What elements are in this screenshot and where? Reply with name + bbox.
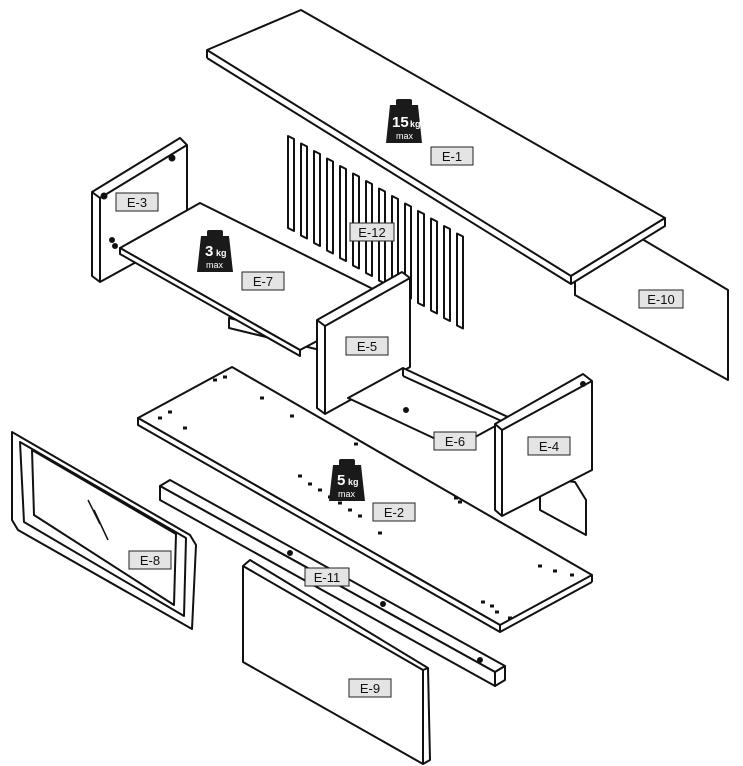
slat <box>287 135 295 232</box>
screw-hole <box>508 616 512 620</box>
slat <box>417 210 425 307</box>
slat <box>430 217 438 315</box>
label-e8-text: E-8 <box>140 553 160 568</box>
label-e9: E-9 <box>348 678 392 698</box>
slat <box>300 142 308 240</box>
screw-hole <box>168 410 172 414</box>
label-e2-text: E-2 <box>384 505 404 520</box>
screw-hole <box>183 426 187 430</box>
panel-e1 <box>206 9 666 285</box>
screw-hole <box>378 531 382 535</box>
screw-hole <box>223 375 227 379</box>
screw-hole <box>260 396 264 400</box>
screw-hole <box>213 378 217 382</box>
weight-icon-shelf: 3 kg max <box>197 230 233 272</box>
screw-hole <box>318 488 322 492</box>
weight-top-value: 15 <box>392 114 409 131</box>
screw-hole <box>308 482 312 486</box>
screw-hole <box>538 564 542 568</box>
screw-hole <box>570 573 574 577</box>
screw-hole <box>481 600 485 604</box>
panel-e2 <box>137 366 593 633</box>
panel-e9 <box>242 559 431 765</box>
label-e8: E-8 <box>128 550 172 570</box>
label-e5-text: E-5 <box>357 339 377 354</box>
screw-hole <box>348 508 352 512</box>
slat <box>326 157 334 255</box>
weight-top-unit: kg <box>410 119 421 129</box>
slat <box>352 172 360 270</box>
label-e7: E-7 <box>241 271 285 291</box>
weight-bottom-max: max <box>338 489 356 499</box>
label-e2: E-2 <box>372 502 416 522</box>
label-e1-text: E-1 <box>442 149 462 164</box>
weight-bottom-unit: kg <box>348 477 359 487</box>
label-e11: E-11 <box>304 567 350 587</box>
weight-shelf-unit: kg <box>216 248 227 258</box>
label-e12: E-12 <box>349 222 395 242</box>
screw-hole <box>290 414 294 418</box>
weight-bottom-value: 5 <box>337 472 345 489</box>
panel-e8 <box>11 431 197 630</box>
label-e10-text: E-10 <box>647 292 674 307</box>
weight-top-max: max <box>396 131 414 141</box>
weight-icon-top: 15 kg max <box>386 99 422 143</box>
label-e3-text: E-3 <box>127 195 147 210</box>
slat <box>339 165 347 262</box>
label-e5: E-5 <box>345 336 389 356</box>
label-e11-text: E-11 <box>314 570 341 585</box>
label-e6-text: E-6 <box>445 434 465 449</box>
label-e4: E-4 <box>527 436 571 456</box>
screw-hole <box>495 610 499 614</box>
label-e12-text: E-12 <box>358 225 385 240</box>
screw-hole <box>354 442 358 446</box>
weight-icon-bottom: 5 kg max <box>329 459 365 501</box>
label-e6: E-6 <box>433 431 477 451</box>
screw-hole <box>458 500 462 504</box>
slat <box>313 150 321 247</box>
weight-shelf-max: max <box>206 260 224 270</box>
weight-shelf-value: 3 <box>205 243 213 260</box>
slat <box>456 232 464 330</box>
screw-hole <box>358 514 362 518</box>
slat <box>443 225 451 322</box>
screw-hole <box>553 569 557 573</box>
screw-hole <box>490 604 494 608</box>
label-e9-text: E-9 <box>360 681 380 696</box>
label-e10: E-10 <box>638 289 684 309</box>
screw-hole <box>454 496 458 500</box>
screw-hole <box>158 416 162 420</box>
screw-hole <box>338 501 342 505</box>
label-e4-text: E-4 <box>539 439 559 454</box>
label-e3: E-3 <box>115 192 159 212</box>
label-e7-text: E-7 <box>253 274 273 289</box>
screw-hole <box>298 474 302 478</box>
label-e1: E-1 <box>430 146 474 166</box>
